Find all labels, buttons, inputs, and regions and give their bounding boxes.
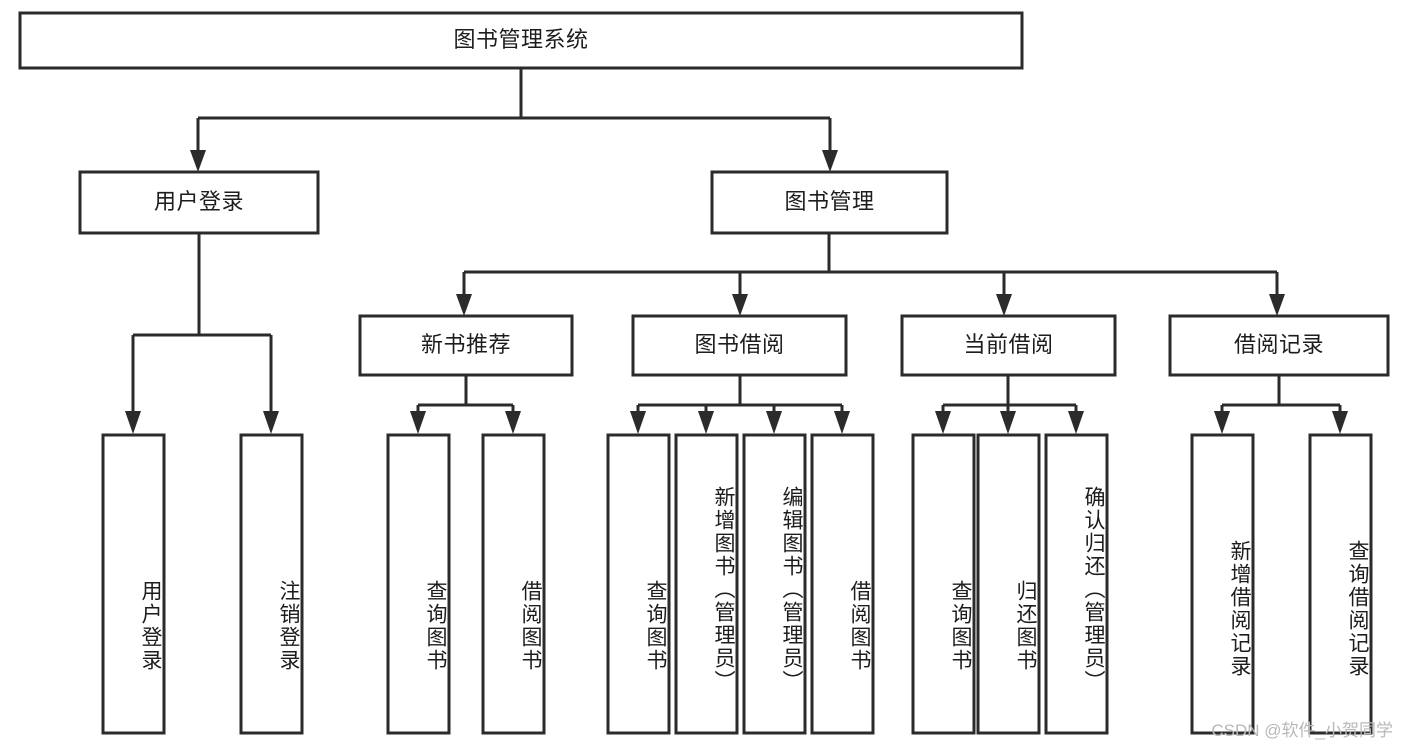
node-box-leaf-br-query-record[interactable] <box>1308 433 1373 735</box>
node-box-leaf-bb-add-book[interactable] <box>674 433 739 735</box>
node-box-leaf-cb-confirm-return[interactable] <box>1044 433 1109 735</box>
node-box-current-borrow[interactable] <box>900 314 1117 377</box>
arrow-head-leaf-user-login-2 <box>263 411 279 434</box>
arrow-head-br-leaf-1 <box>1214 411 1230 434</box>
arrow-head-book-manage <box>822 150 838 172</box>
watermark-text: CSDN @软件_小贺同学 <box>1211 721 1393 740</box>
arrow-head-user-login <box>190 150 206 172</box>
arrow-head-cb-leaf-2 <box>1000 411 1016 434</box>
node-box-user-login[interactable] <box>78 170 320 235</box>
node-box-leaf-user-login[interactable] <box>101 433 166 735</box>
arrow-head-nbr-leaf-2 <box>505 411 521 434</box>
arrow-head-leaf-user-login-1 <box>125 411 141 434</box>
arrow-head-cb-leaf-3 <box>1068 411 1084 434</box>
arrow-head-nbr-leaf-1 <box>410 411 426 434</box>
node-box-new-book-recommend[interactable] <box>358 314 574 377</box>
arrow-head-br-leaf-2 <box>1332 411 1348 434</box>
node-box-root[interactable] <box>18 11 1024 70</box>
arrow-head-bb-leaf-4 <box>834 411 850 434</box>
node-box-book-manage[interactable] <box>710 170 949 235</box>
arrow-head-borrow-record <box>1269 294 1285 316</box>
arrow-head-current-borrow <box>996 294 1012 316</box>
arrow-head-bb-leaf-2 <box>698 411 714 434</box>
node-box-leaf-bb-edit-book[interactable] <box>742 433 807 735</box>
node-box-leaf-cb-return-book[interactable] <box>976 433 1041 735</box>
node-box-leaf-logout[interactable] <box>239 433 304 735</box>
node-box-leaf-bb-query-book[interactable] <box>606 433 671 735</box>
node-box-leaf-cb-query-book[interactable] <box>911 433 976 735</box>
arrow-head-bb-leaf-1 <box>630 411 646 434</box>
node-box-borrow-record[interactable] <box>1168 314 1390 377</box>
arrow-head-bb-leaf-3 <box>766 411 782 434</box>
arrow-head-book-borrow <box>732 294 748 316</box>
node-box-leaf-nbr-query-book[interactable] <box>386 433 451 735</box>
node-box-leaf-br-add-record[interactable] <box>1190 433 1255 735</box>
node-box-leaf-bb-borrow-book[interactable] <box>810 433 875 735</box>
node-box-leaf-nbr-borrow-book[interactable] <box>481 433 546 735</box>
arrow-head-cb-leaf-1 <box>935 411 951 434</box>
arrow-head-new-book-recommend <box>456 294 472 316</box>
node-box-book-borrow[interactable] <box>631 314 848 377</box>
